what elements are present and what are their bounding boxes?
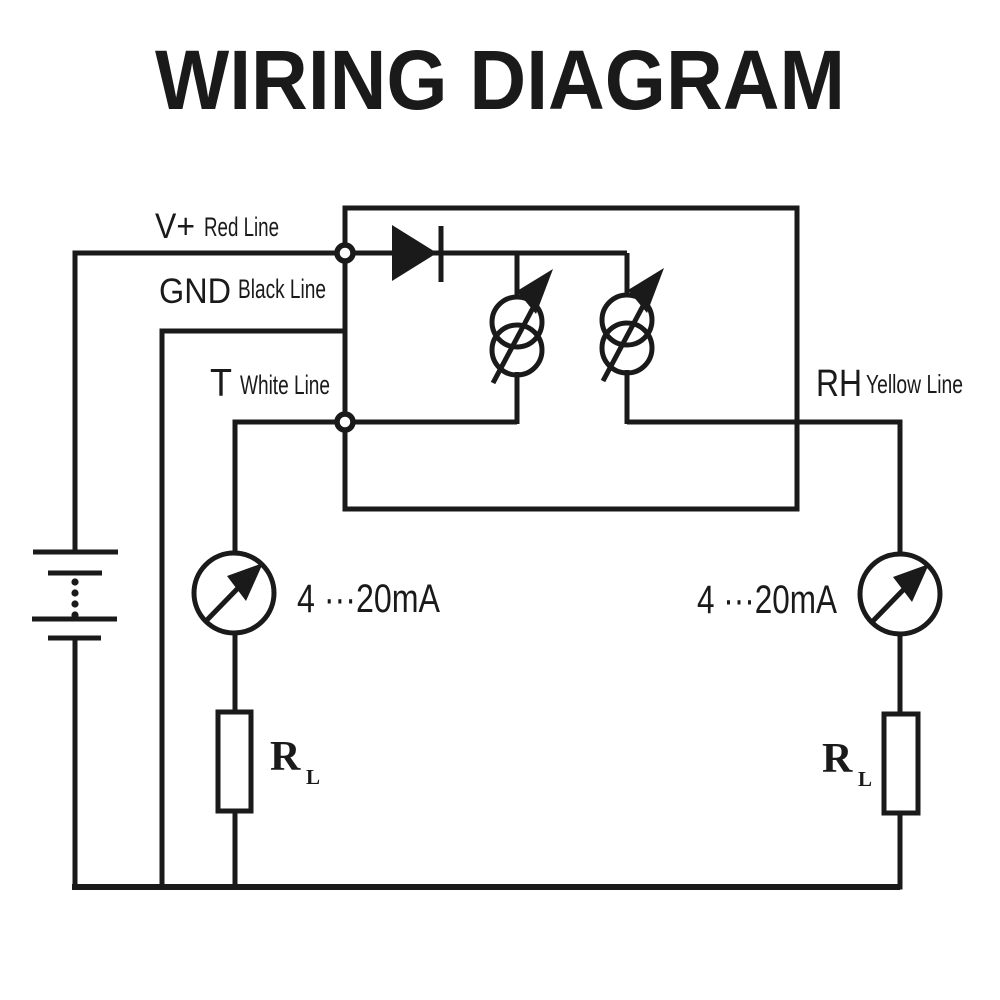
battery-dot [71, 578, 79, 586]
terminal-t-label: T [210, 362, 232, 405]
adjust-arrow-shaft [600, 302, 647, 383]
terminal-rh-wire-label: Yellow Line [866, 369, 963, 399]
current-source-1-icon [489, 269, 553, 385]
load-resistor-1-subscript: L [306, 765, 320, 789]
junction-node-t [334, 411, 356, 433]
meter-arrow-head [893, 564, 929, 602]
circuit-wires [72, 250, 903, 890]
meter-1-icon [191, 550, 277, 636]
terminal-vplus-wire-label: Red Line [204, 212, 279, 242]
battery-icon [32, 549, 118, 641]
load-resistor-2-subscript: L [858, 767, 872, 791]
adjust-arrow-head [517, 269, 553, 314]
current-source-circle [599, 292, 655, 348]
junction-node-vplus [334, 242, 356, 264]
current-source-circle [489, 294, 545, 350]
current-source-2-icon [599, 268, 664, 383]
load-resistor-1-label: R [270, 734, 301, 780]
current-range-right-label: 4 ···20mA [697, 578, 837, 622]
page-title: WIRING DIAGRAM [155, 33, 845, 127]
terminal-t-wire-label: White Line [240, 370, 330, 400]
meter-arrow-shaft [870, 584, 909, 624]
battery-dot [71, 600, 79, 608]
labels: V+ Red Line GND Black Line T White Line … [155, 207, 963, 791]
adjust-arrow-shaft [490, 304, 537, 385]
terminal-gnd-wire-label: Black Line [238, 274, 326, 304]
current-source-circle [489, 322, 545, 378]
load-resistor-1-icon [215, 709, 254, 814]
meter-arrow-shaft [204, 583, 243, 623]
diode-triangle [392, 225, 437, 281]
current-range-left-label: 4 ···20mA [297, 577, 440, 621]
load-resistor-2-label: R [822, 736, 853, 782]
current-source-circle [599, 320, 655, 376]
sensor-module-outline [342, 205, 800, 512]
meter-arrow-head [227, 563, 263, 601]
adjust-arrow-head [628, 268, 664, 313]
meter-2-icon [857, 551, 943, 637]
diode-icon [392, 225, 444, 282]
terminal-gnd-label: GND [159, 272, 231, 311]
terminal-vplus-label: V+ [155, 207, 195, 246]
terminal-rh-label: RH [816, 363, 862, 405]
load-resistor-2-icon [881, 711, 921, 816]
battery-dot [71, 589, 79, 597]
